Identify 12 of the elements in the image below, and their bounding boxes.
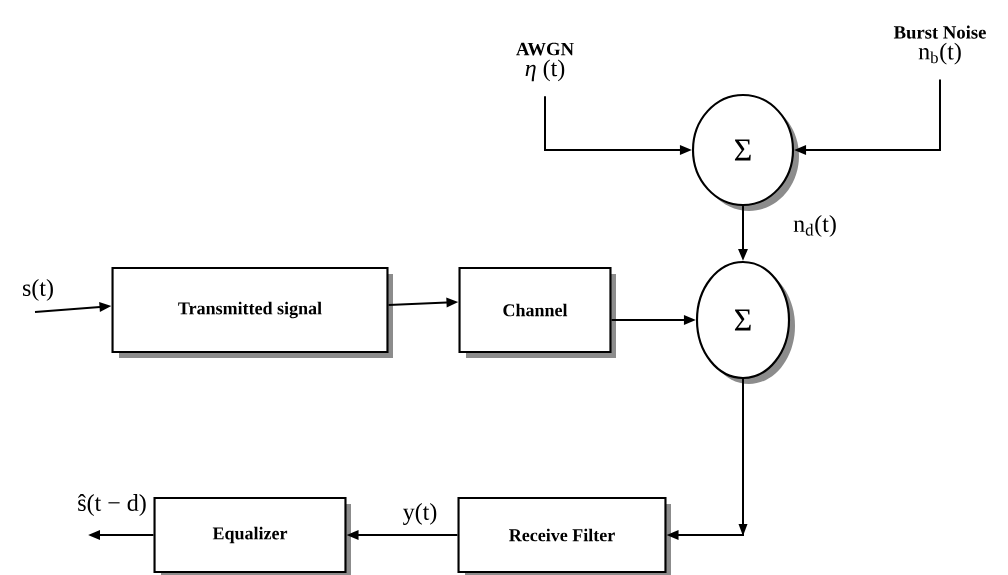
- noise-source-label: AWGN η (t): [516, 42, 574, 82]
- process-box: Receive Filter: [457, 496, 671, 575]
- edge-label: s(t): [20, 277, 56, 303]
- summing-junction: Σ: [691, 93, 799, 211]
- process-box: Channel: [458, 266, 616, 358]
- process-box: Equalizer: [153, 496, 351, 575]
- process-box: Transmitted signal: [111, 266, 393, 358]
- noise-source-label: Burst Noise n$_{b}$(t): [893, 25, 986, 65]
- summing-junction: Σ: [695, 260, 795, 384]
- edge-label: y(t): [401, 501, 439, 527]
- edge-label: ŝ(t − d): [75, 492, 149, 518]
- edge-label: n$_{d}$(t): [791, 213, 839, 239]
